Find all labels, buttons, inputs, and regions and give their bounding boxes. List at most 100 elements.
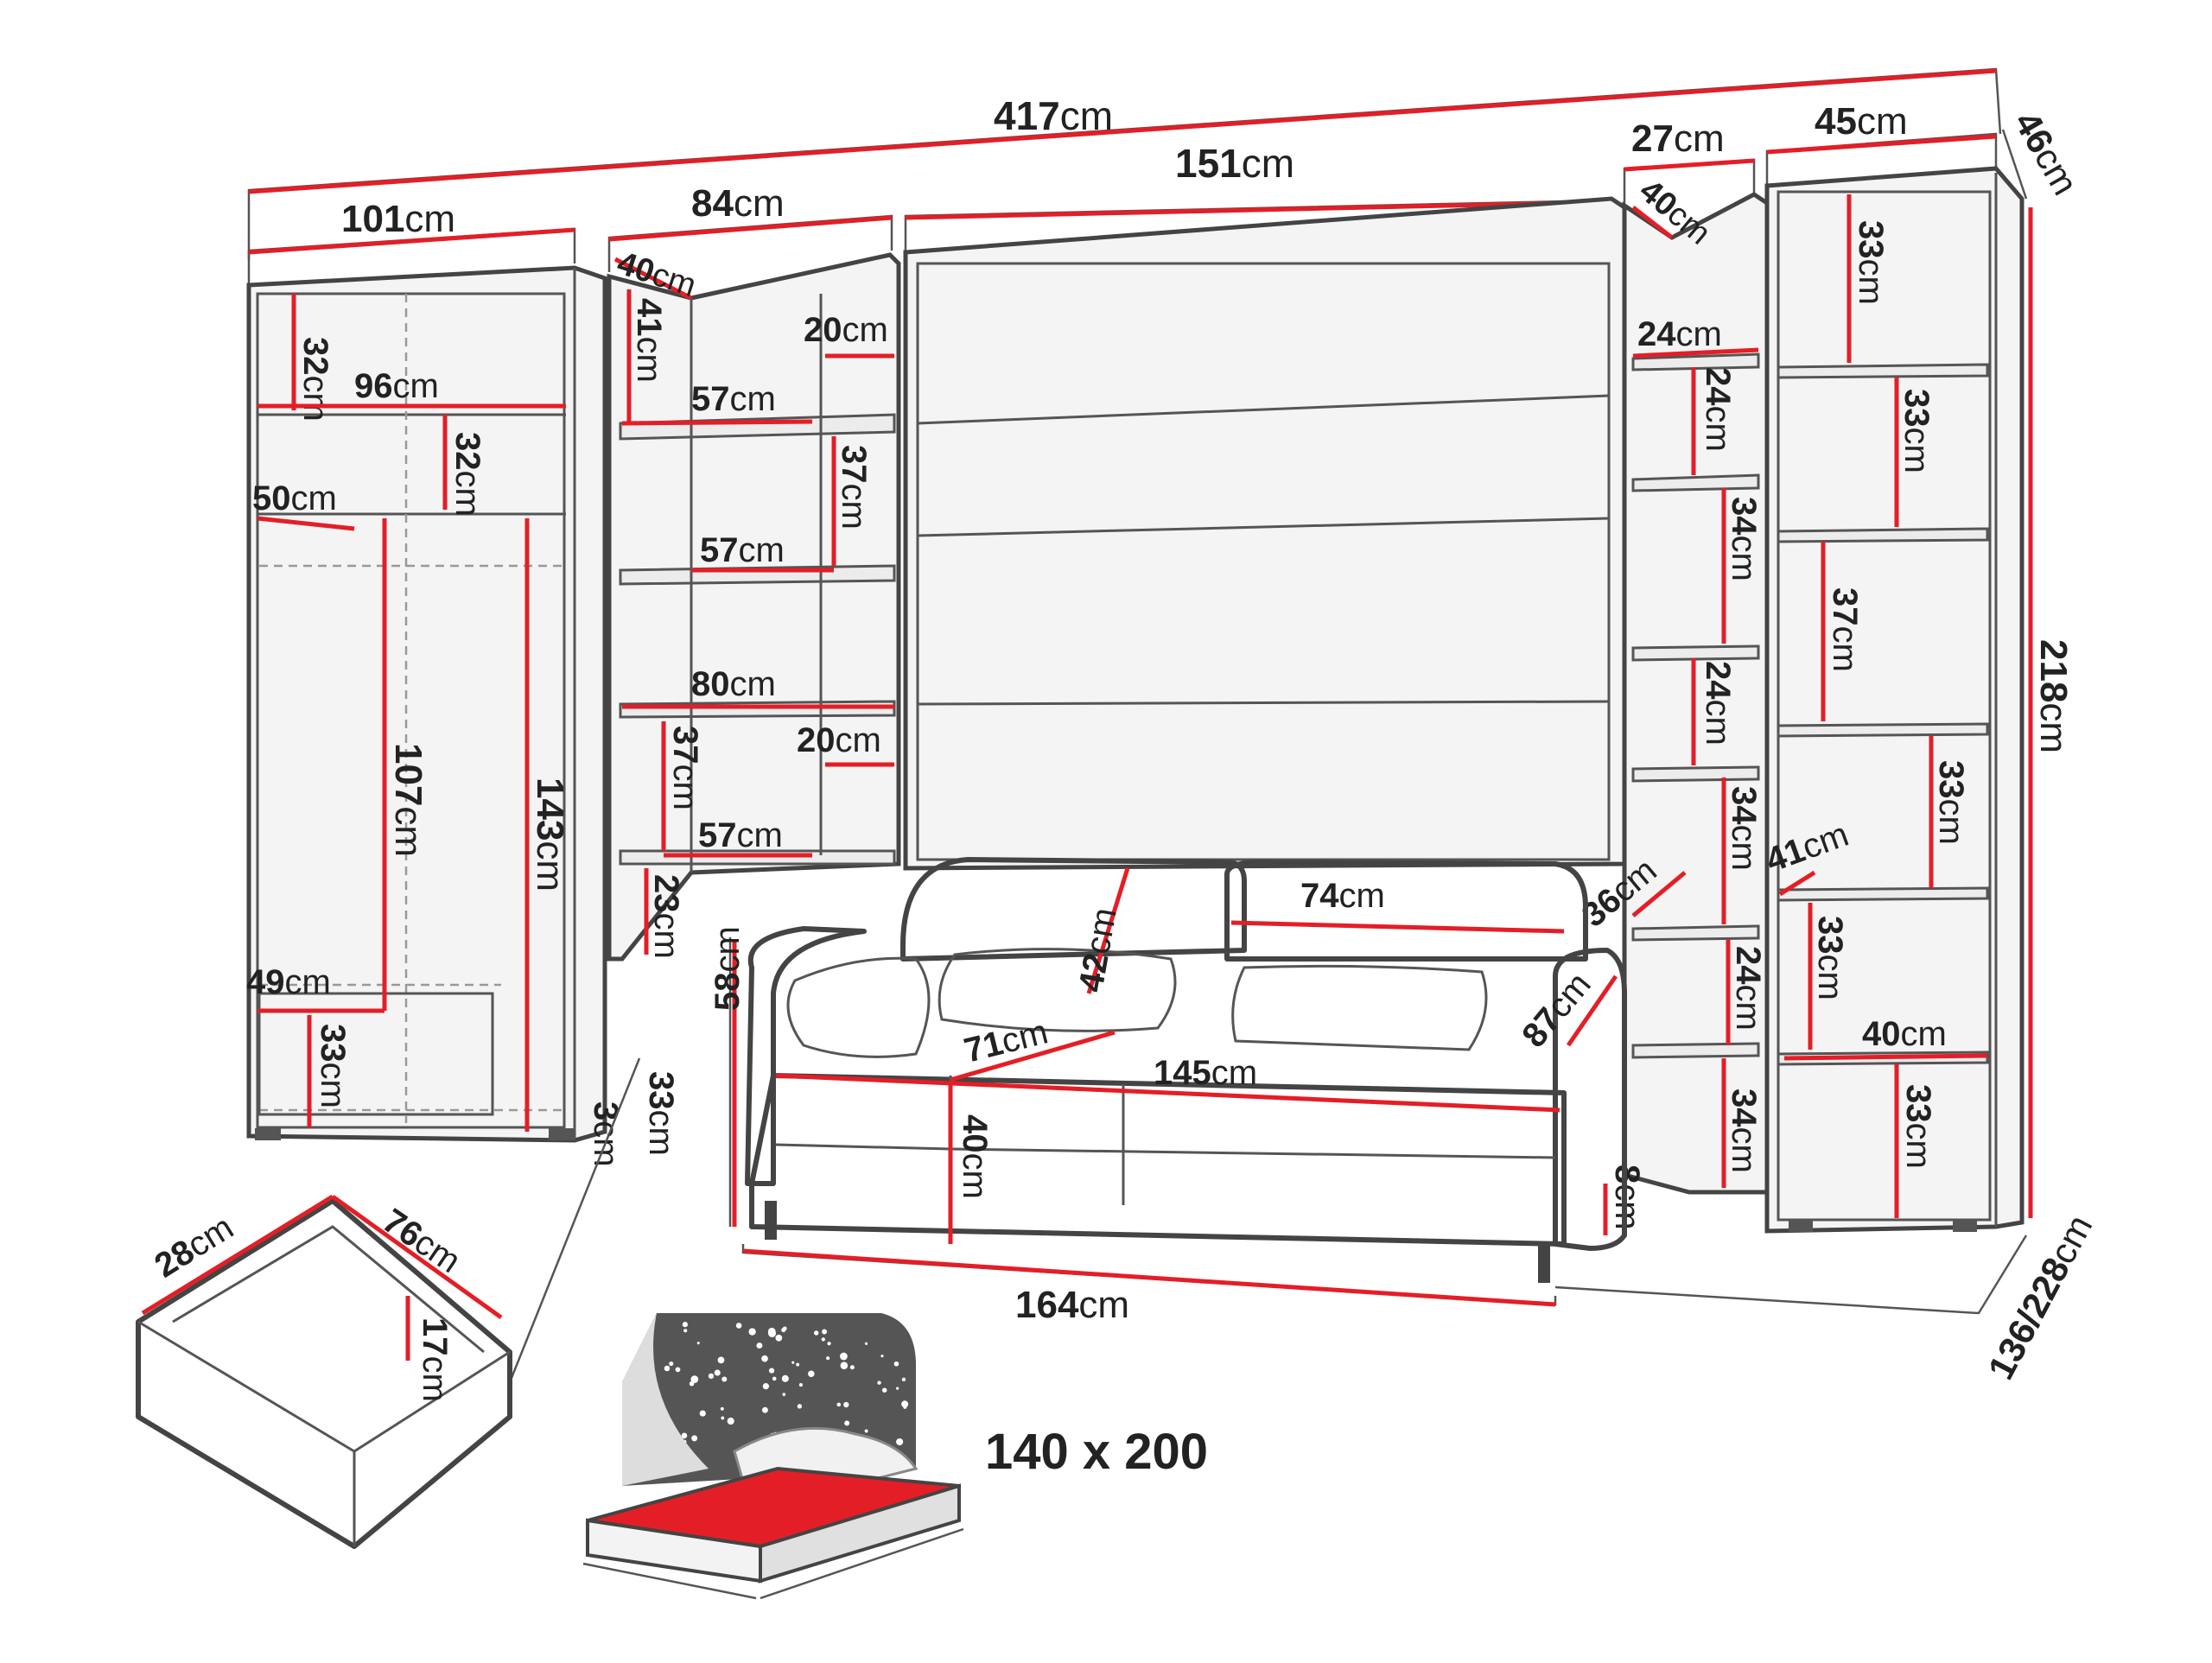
sofa: 42cm 74cm 71cm 145cm 87cm 40cm 164cm — [741, 857, 1627, 1326]
star-icon — [836, 1402, 842, 1407]
star-icon — [714, 1369, 721, 1376]
star-icon — [761, 1355, 768, 1362]
star-icon — [717, 1356, 725, 1364]
star-icon — [775, 1334, 783, 1342]
svg-text:41cm: 41cm — [630, 298, 668, 383]
svg-text:74cm: 74cm — [1300, 877, 1385, 915]
svg-text:33cm: 33cm — [642, 1071, 680, 1156]
star-icon — [880, 1355, 884, 1358]
drawer-detail: 28cm 76cm 17cm — [136, 1057, 641, 1549]
svg-text:33cm: 33cm — [1811, 916, 1849, 1000]
svg-text:33cm: 33cm — [1852, 220, 1890, 305]
svg-text:145cm: 145cm — [1154, 1054, 1257, 1092]
star-icon — [901, 1400, 909, 1408]
star-icon — [827, 1342, 831, 1346]
svg-text:57cm: 57cm — [700, 531, 785, 569]
star-icon — [690, 1375, 699, 1384]
svg-text:45cm: 45cm — [1815, 100, 1908, 143]
star-icon — [808, 1370, 815, 1378]
star-icon — [893, 1361, 899, 1367]
star-icon — [840, 1352, 848, 1361]
svg-text:80cm: 80cm — [691, 665, 776, 703]
star-icon — [822, 1329, 828, 1335]
star-icon — [768, 1368, 775, 1374]
svg-text:27cm: 27cm — [1631, 117, 1725, 160]
svg-text:57cm: 57cm — [691, 380, 776, 418]
star-icon — [896, 1438, 904, 1446]
svg-text:76cm: 76cm — [376, 1202, 467, 1280]
svg-text:37cm: 37cm — [666, 726, 704, 810]
star-icon — [748, 1328, 756, 1336]
star-icon — [767, 1327, 776, 1336]
star-icon — [843, 1401, 849, 1408]
star-icon — [821, 1337, 825, 1342]
svg-text:42cm: 42cm — [1072, 905, 1124, 995]
star-icon — [844, 1420, 850, 1426]
star-icon — [699, 1410, 706, 1417]
svg-text:24cm: 24cm — [1637, 315, 1722, 353]
star-icon — [798, 1383, 803, 1387]
svg-text:143cm: 143cm — [529, 778, 571, 892]
svg-text:33cm: 33cm — [1932, 760, 1970, 845]
star-icon — [903, 1405, 907, 1409]
svg-text:34cm: 34cm — [1725, 497, 1763, 581]
star-icon — [689, 1381, 695, 1387]
star-icon — [762, 1383, 770, 1390]
svg-text:151cm: 151cm — [1175, 141, 1294, 186]
svg-text:37cm: 37cm — [835, 445, 873, 530]
star-icon — [675, 1367, 681, 1373]
svg-text:40cm: 40cm — [956, 1114, 994, 1199]
overall-width-value: 417 — [994, 93, 1060, 138]
svg-text:24cm: 24cm — [1699, 367, 1737, 452]
star-icon — [681, 1432, 688, 1439]
star-icon — [901, 1377, 906, 1382]
svg-text:20cm: 20cm — [804, 311, 888, 349]
star-icon — [881, 1387, 887, 1393]
star-icon — [796, 1362, 800, 1367]
svg-text:20cm: 20cm — [797, 721, 881, 759]
svg-text:32cm: 32cm — [296, 337, 334, 422]
svg-text:32cm: 32cm — [448, 432, 486, 517]
star-icon — [669, 1361, 674, 1367]
svg-text:37cm: 37cm — [1826, 587, 1864, 672]
star-icon — [691, 1435, 698, 1442]
svg-text:84cm: 84cm — [691, 182, 785, 225]
star-icon — [735, 1323, 742, 1329]
svg-text:33cm: 33cm — [314, 1024, 352, 1108]
star-icon — [781, 1374, 789, 1382]
star-icon — [761, 1406, 768, 1413]
star-icon — [727, 1417, 734, 1425]
svg-text:28cm: 28cm — [148, 1208, 239, 1285]
svg-text:33cm: 33cm — [1899, 1084, 1937, 1169]
star-icon — [791, 1361, 795, 1364]
svg-text:58cm: 58cm — [709, 926, 747, 1011]
star-icon — [849, 1365, 855, 1370]
wall-bed: 151cm 58cm — [709, 141, 1627, 1227]
star-icon — [877, 1381, 881, 1385]
star-icon — [756, 1342, 763, 1349]
svg-text:40cm: 40cm — [1862, 1015, 1947, 1053]
star-icon — [826, 1356, 830, 1361]
star-icon — [864, 1429, 868, 1433]
svg-text:24cm: 24cm — [1729, 946, 1767, 1031]
star-icon — [721, 1376, 728, 1382]
svg-text:34cm: 34cm — [1725, 786, 1763, 871]
svg-text:23cm: 23cm — [647, 874, 685, 959]
svg-text:417cm: 417cm — [994, 93, 1113, 138]
shelf-unit: 84cm 40cm 41cm 20cm 57cm 37cm 57cm 80cm … — [607, 182, 901, 1156]
star-icon — [797, 1404, 803, 1409]
svg-text:50cm: 50cm — [252, 479, 337, 517]
svg-text:101cm: 101cm — [341, 198, 455, 240]
star-icon — [772, 1376, 777, 1381]
svg-text:34cm: 34cm — [1725, 1089, 1763, 1173]
svg-text:107cm: 107cm — [387, 743, 429, 857]
star-icon — [664, 1365, 671, 1372]
svg-text:136/228cm: 136/228cm — [1980, 1209, 2100, 1387]
svg-text:96cm: 96cm — [354, 367, 439, 405]
star-icon — [720, 1406, 724, 1411]
star-icon — [721, 1416, 725, 1420]
star-icon — [682, 1322, 689, 1328]
svg-text:57cm: 57cm — [698, 816, 783, 854]
